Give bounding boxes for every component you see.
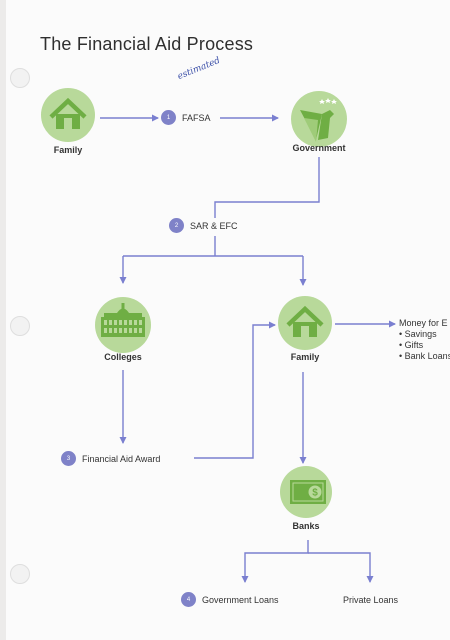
government-node (291, 91, 347, 147)
money-icon: $ (290, 480, 326, 504)
arrow-banks-to-private-loans (308, 552, 374, 583)
binder-hole (10, 316, 30, 336)
step-government-loans: 4 Government Loans (181, 592, 279, 607)
step-sar-efc: 2 SAR & EFC (169, 218, 238, 233)
money-for-education-list: Money for E Savings Gifts Bank Loans (399, 318, 450, 362)
building-icon (101, 303, 145, 337)
step-number-badge: 2 (169, 218, 184, 233)
house-icon (49, 97, 87, 129)
house-icon (286, 305, 324, 337)
family-node (41, 88, 95, 142)
step-label: FAFSA (182, 112, 211, 123)
colleges-label: Colleges (104, 352, 142, 362)
government-label: Government (292, 143, 346, 153)
family-label: Family (53, 145, 83, 155)
svg-text:$: $ (312, 488, 318, 499)
step-label: Financial Aid Award (82, 453, 161, 464)
step-financial-aid-award: 3 Financial Aid Award (61, 451, 160, 466)
arrow-award-to-family (194, 321, 276, 459)
family-middle-label: Family (290, 352, 320, 362)
step-number-badge: 3 (61, 451, 76, 466)
eagle-icon (300, 98, 337, 142)
list-item: Bank Loans (399, 351, 450, 362)
banks-label: Banks (292, 521, 320, 531)
step-label: Government Loans (202, 594, 279, 605)
step-number-badge: 4 (181, 592, 196, 607)
colleges-node (95, 297, 151, 353)
binder-hole (10, 68, 30, 88)
page-title: The Financial Aid Process (40, 34, 254, 54)
arrow-banks-to-government-loans (241, 540, 309, 583)
binder-hole (10, 564, 30, 584)
step-number-badge: 1 (161, 110, 176, 125)
list-item: Savings (399, 329, 450, 340)
money-heading: Money for E (399, 318, 448, 328)
private-loans-label: Private Loans (343, 595, 399, 605)
step-label: SAR & EFC (190, 220, 238, 231)
list-item: Gifts (399, 340, 450, 351)
family-middle-node (278, 296, 332, 350)
banks-node: $ (280, 466, 332, 518)
step-fafsa: 1 FAFSA (161, 110, 211, 125)
connector-government-to-sar (214, 157, 320, 218)
